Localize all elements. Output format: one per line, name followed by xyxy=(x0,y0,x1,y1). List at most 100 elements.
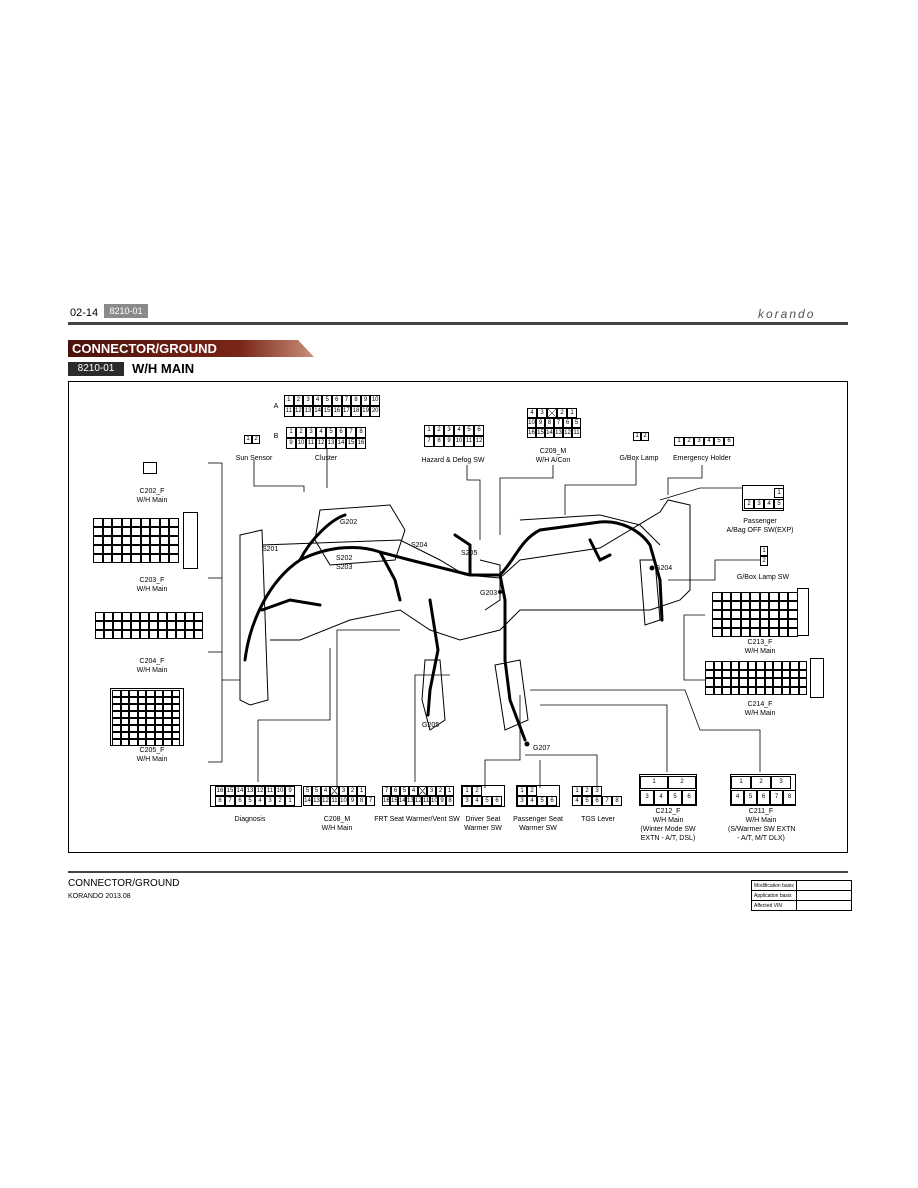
c205-cell xyxy=(154,718,163,725)
cluster-a-pin: 6 xyxy=(332,395,342,406)
c209-top-pin: 4 xyxy=(527,408,537,418)
section-code-badge: 8210-01 xyxy=(104,304,148,318)
c208-top-pin: 5 xyxy=(303,786,312,796)
c209-mid-pin: 8 xyxy=(545,418,554,428)
c205-cell xyxy=(120,732,129,739)
cluster-b-pin: 4 xyxy=(316,427,326,438)
c208-bot-pin: 13 xyxy=(312,796,321,806)
c214-cell xyxy=(781,678,790,687)
diagnosis-bot-pin: 2 xyxy=(275,796,285,806)
c203-cell xyxy=(112,527,122,536)
cluster-b2-pin: 9 xyxy=(286,438,296,449)
c214-cell xyxy=(730,669,739,678)
cluster-b2-pin: 10 xyxy=(296,438,306,449)
hazard2-pin: 11 xyxy=(464,436,474,447)
hazard-pin: 2 xyxy=(434,425,444,436)
frt-top-pin xyxy=(418,786,427,796)
pass-seat-top-pin: 2 xyxy=(527,786,537,796)
driver-seat-bot-pin: 3 xyxy=(462,796,472,806)
pass-seat-bot-pin: 6 xyxy=(547,796,557,806)
c203-cell xyxy=(150,518,160,527)
c214-cell xyxy=(747,678,756,687)
cluster-a2-pin: 19 xyxy=(360,406,371,417)
c203-cell xyxy=(159,536,169,545)
c214-cell xyxy=(790,686,799,695)
c203-cell xyxy=(150,527,160,536)
emergency-pin: 3 xyxy=(694,437,704,446)
cluster-row-a: A xyxy=(273,403,279,410)
c203-cell xyxy=(140,527,150,536)
c204-cell xyxy=(149,630,158,639)
c214-cell xyxy=(790,669,799,678)
c205-cell xyxy=(120,718,129,725)
c204-cell xyxy=(131,621,140,630)
cluster-a2-pin: 11 xyxy=(284,406,294,417)
c203-cell xyxy=(169,536,179,545)
c214-sub: W/H Main xyxy=(744,710,776,717)
driver-seat-bot-pin: 4 xyxy=(472,796,482,806)
c211-bot-pin: 8 xyxy=(783,790,796,805)
cluster-b-pin: 7 xyxy=(346,427,356,438)
c214-cell xyxy=(773,669,782,678)
c204-cell xyxy=(176,630,185,639)
frt-bot-pin: 11 xyxy=(422,796,430,806)
frt-top-pin: 4 xyxy=(409,786,418,796)
c205-cell xyxy=(129,725,138,732)
c203-cell xyxy=(140,545,150,554)
c208-name: C208_M xyxy=(323,816,351,823)
c205-cell xyxy=(120,725,129,732)
pass-seat-bot-pin: 5 xyxy=(537,796,547,806)
c204-cell xyxy=(104,621,113,630)
c203-side xyxy=(183,512,198,569)
c203-cell xyxy=(131,554,141,563)
cluster-b2-pin: 11 xyxy=(306,438,316,449)
tgs-bot-pin: 4 xyxy=(572,796,582,806)
sun-sensor-label: Sun Sensor xyxy=(235,455,273,462)
c214-cell xyxy=(739,678,748,687)
hazard-pin: 1 xyxy=(424,425,434,436)
tgs-bot-pin: 7 xyxy=(602,796,612,806)
c203-cell xyxy=(102,518,112,527)
c208-top-pin: 1 xyxy=(357,786,366,796)
cluster-label: Cluster xyxy=(314,455,338,462)
c204-cell xyxy=(131,612,140,621)
leader-line xyxy=(253,460,305,492)
c203-cell xyxy=(169,518,179,527)
c213-cell xyxy=(721,619,731,628)
modification-value xyxy=(795,880,852,891)
c213-cell xyxy=(759,601,769,610)
c204-cell xyxy=(95,621,104,630)
airbag-housing xyxy=(742,485,784,511)
label-s205: S205 xyxy=(461,550,477,557)
ground-point-g203 xyxy=(498,590,502,594)
c214-cell xyxy=(756,678,765,687)
emergency-pin: 5 xyxy=(714,437,724,446)
frt-bot-pin: 12 xyxy=(414,796,422,806)
c209-mid-pin: 9 xyxy=(536,418,545,428)
c211-note1: (S/Warmer SW EXTN xyxy=(728,826,796,833)
c205-cell xyxy=(163,697,172,704)
c203-cell xyxy=(121,536,131,545)
c205-sub: W/H Main xyxy=(136,756,168,763)
c212-note2: EXTN - A/T, DSL) xyxy=(640,835,696,842)
hazard-pin: 6 xyxy=(474,425,484,436)
c213-cell xyxy=(731,601,741,610)
c214-cell xyxy=(739,686,748,695)
cluster-b2-pin: 14 xyxy=(336,438,346,449)
c203-cell xyxy=(169,545,179,554)
tgs-bot-pin: 5 xyxy=(582,796,592,806)
hazard2-pin: 8 xyxy=(434,436,444,447)
c213-cell xyxy=(740,628,750,637)
left-bracket-structure xyxy=(239,529,269,706)
c205-cell xyxy=(129,697,138,704)
c208-bot-pin: 12 xyxy=(321,796,330,806)
leader-line xyxy=(336,629,400,788)
c214-cell xyxy=(747,669,756,678)
cluster-row-b: B xyxy=(273,433,279,440)
tgs-label: TGS Lever xyxy=(581,816,615,823)
c203-cell xyxy=(93,554,103,563)
c205-cell xyxy=(129,711,138,718)
c204-cell xyxy=(167,612,176,621)
diagnosis-top-pin: 11 xyxy=(265,786,275,796)
c203-cell xyxy=(169,527,179,536)
